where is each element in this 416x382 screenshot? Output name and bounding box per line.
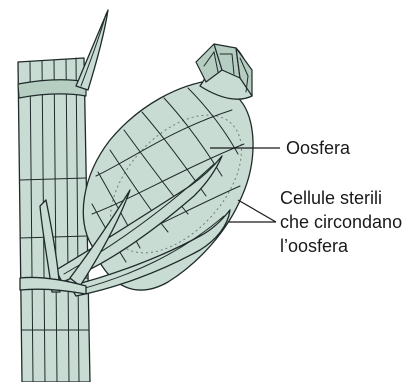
stem: [18, 58, 90, 382]
label-sterile-cells-line3: l’oosfera: [280, 236, 349, 256]
upper-leaf: [76, 10, 108, 90]
label-egg-cell: Oosfera: [286, 138, 351, 158]
label-sterile-cells-line1: Cellule sterili: [280, 188, 382, 208]
label-sterile-cells-line2: che circondano: [280, 212, 402, 232]
leader-sterile-cells-1: [238, 200, 276, 222]
